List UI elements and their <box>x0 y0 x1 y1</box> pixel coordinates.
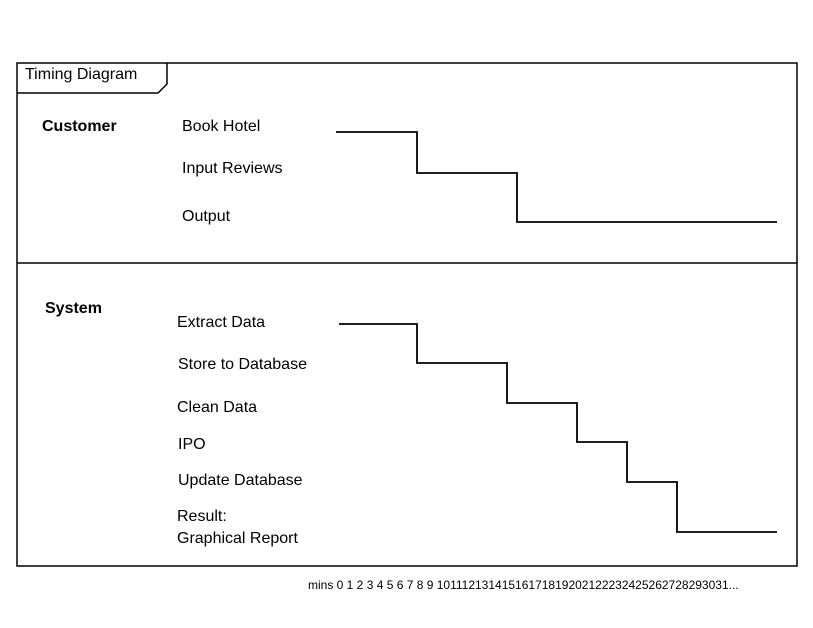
state-label: Input Reviews <box>182 160 283 177</box>
frame-title: Timing Diagram <box>25 66 138 83</box>
time-axis-label: mins 0 1 2 3 4 5 6 7 8 9 101112131415161… <box>308 578 739 592</box>
state-label: Result: Graphical Report <box>177 508 298 547</box>
state-label: Clean Data <box>177 399 258 416</box>
system-timeline <box>339 323 777 533</box>
state-label: Output <box>182 208 231 225</box>
lifeline-name-system: System <box>45 300 102 317</box>
diagram-frame <box>16 62 798 567</box>
state-label: Book Hotel <box>182 118 261 135</box>
lifeline-name-customer: Customer <box>42 118 117 135</box>
state-label: Update Database <box>178 472 303 489</box>
customer-timeline <box>336 131 777 223</box>
state-label: IPO <box>178 436 206 453</box>
state-label: Extract Data <box>177 314 266 331</box>
frame-title-tab <box>17 63 168 94</box>
state-label: Store to Database <box>178 356 307 373</box>
